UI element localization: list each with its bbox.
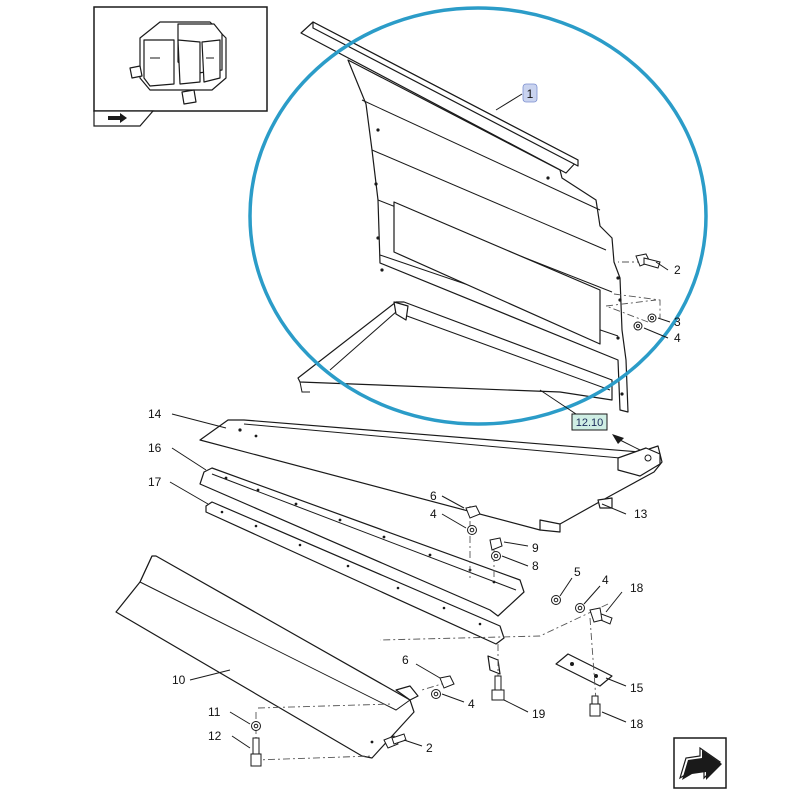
label-18-upper: 18 (630, 581, 644, 595)
part-1-side-panel[interactable] (300, 21, 629, 413)
label-11: 11 (208, 705, 221, 719)
label-8: 8 (532, 559, 539, 573)
label-6-middle: 6 (430, 489, 437, 503)
label-4-upper: 4 (674, 331, 681, 345)
label-17: 17 (148, 475, 162, 489)
label-13: 13 (634, 507, 648, 521)
label-15: 15 (630, 681, 644, 695)
bolt-2-upper (635, 253, 661, 269)
label-14: 14 (148, 407, 162, 421)
reference-tag[interactable]: 12.10 (571, 413, 608, 431)
label-10: 10 (172, 673, 186, 687)
highlight-circle (248, 6, 708, 426)
label-18-lower: 18 (630, 717, 644, 731)
part-15-mounting-plate[interactable] (555, 653, 613, 687)
label-3: 3 (674, 315, 681, 329)
label-16: 16 (148, 441, 162, 455)
label-4-middle: 4 (430, 507, 437, 521)
label-4-lower: 4 (468, 697, 475, 711)
part-10-cover-plate[interactable] (115, 555, 419, 759)
label-1-highlight-box (522, 83, 538, 103)
hardware[interactable] (250, 253, 661, 767)
part-13-base-frame[interactable] (199, 419, 663, 533)
label-2-upper: 2 (674, 263, 681, 277)
label-1: 1 (527, 87, 534, 101)
reference-tag-text: 12.10 (576, 417, 604, 429)
label-12: 12 (208, 729, 222, 743)
label-6-lower: 6 (402, 653, 409, 667)
label-5: 5 (574, 565, 581, 579)
part-16-seal-strip[interactable] (199, 467, 525, 617)
part-17-clamp-strip[interactable] (205, 501, 505, 675)
label-19: 19 (532, 707, 546, 721)
next-page-arrow-icon[interactable] (673, 737, 727, 789)
label-9: 9 (532, 541, 539, 555)
part-labels: 1 2 3 4 13 14 16 17 6 4 9 8 5 4 18 15 10… (148, 83, 681, 755)
leader-lines (169, 93, 671, 749)
label-4-right: 4 (602, 573, 609, 587)
flip-arrow-icon[interactable] (93, 110, 155, 127)
thumbnail-inset[interactable] (93, 6, 268, 127)
label-2-lower: 2 (426, 741, 433, 755)
machine-thumbnail-icon (129, 21, 227, 105)
panel-lower-tray[interactable] (297, 301, 613, 401)
